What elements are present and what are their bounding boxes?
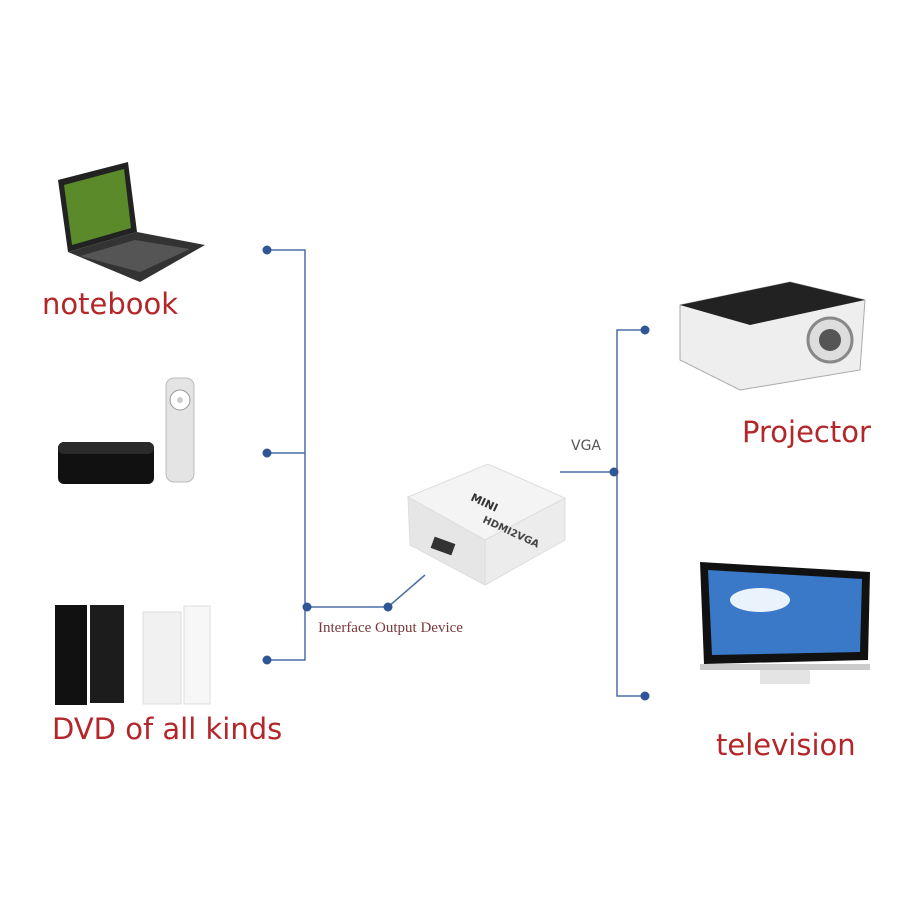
television-image xyxy=(700,562,870,684)
connection-dots xyxy=(262,245,650,701)
television-label: television xyxy=(716,728,856,762)
hdmi2vga-converter-image: MINI HDMI2VGA xyxy=(406,463,567,586)
notebook-label: notebook xyxy=(42,287,179,321)
media-player-image xyxy=(58,377,195,484)
vga-label: VGA xyxy=(571,438,602,454)
dvd-players-image xyxy=(55,605,211,705)
interface-output-label: Interface Output Device xyxy=(318,620,463,636)
notebook-image xyxy=(58,162,205,282)
projector-image xyxy=(679,281,866,391)
dvd-label: DVD of all kinds xyxy=(52,712,283,746)
projector-label: Projector xyxy=(742,415,871,449)
